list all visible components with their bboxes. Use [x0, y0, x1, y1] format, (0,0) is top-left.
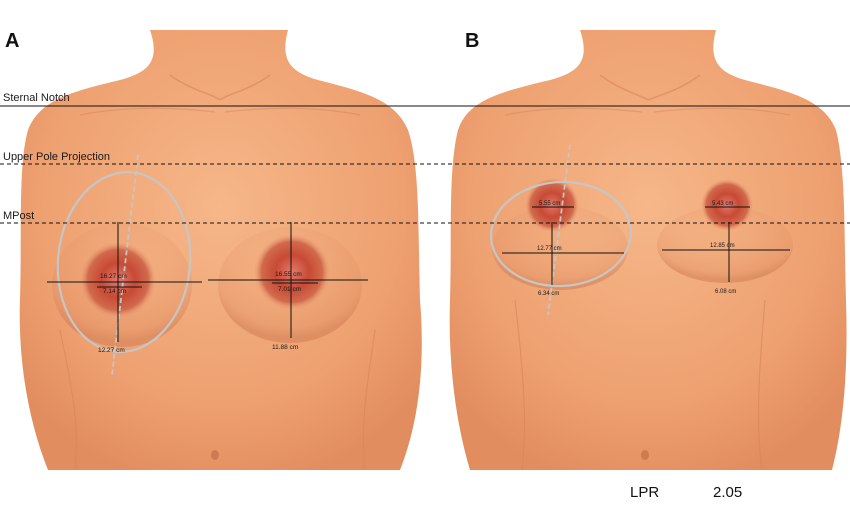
- clavicle-a: [79, 107, 361, 116]
- panel-a-letter: A: [5, 30, 19, 52]
- left-areola-b: [525, 178, 579, 232]
- breast-axis-dashed-b: [547, 144, 571, 316]
- torso-b: [449, 30, 847, 470]
- upper-pole-label: Upper Pole Projection: [3, 151, 110, 163]
- left-breast-b: [492, 206, 628, 290]
- lpr-label: LPR: [630, 484, 659, 501]
- right-vertical-label-a: 11.88 cm: [272, 344, 298, 351]
- navel-a: [211, 450, 219, 460]
- right-horizontal-label-a: 16.55 cm: [275, 271, 302, 278]
- left-horizontal-label-b: 12.77 cm: [537, 246, 562, 252]
- right-vertical-label-b: 6.08 cm: [715, 289, 736, 295]
- left-horizontal-label-a: 16.27 cm: [100, 273, 127, 280]
- right-horizontal-label-b: 12.85 cm: [710, 243, 735, 249]
- mpost-label: MPost: [3, 210, 34, 222]
- arm-crease-a: [59, 329, 376, 471]
- sternal-notch-label: Sternal Notch: [3, 92, 70, 104]
- clavicle-b: [504, 107, 791, 116]
- left-areola-label-b: 5.55 cm: [539, 201, 560, 207]
- right-areola-b: [701, 179, 753, 231]
- breast-outline-ellipse-a: [56, 171, 192, 353]
- panel-b-letter: B: [465, 30, 479, 52]
- breast-axis-dashed-a: [111, 154, 139, 376]
- navel-b: [641, 450, 649, 460]
- panel-a: 16.27 cm 7.14 cm 12.27 cm 16.55 cm 7.01 …: [5, 30, 422, 471]
- neck-shadow-b: [599, 74, 701, 101]
- left-vertical-label-b: 6.34 cm: [538, 291, 559, 297]
- left-vertical-label-a: 12.27 cm: [98, 347, 125, 354]
- right-areola-label-a: 7.01 cm: [278, 286, 301, 293]
- neck-shadow-a: [169, 74, 271, 101]
- lpr-value: 2.05: [713, 484, 742, 501]
- panel-b: 5.55 cm 12.77 cm 6.34 cm 5.43 cm 12.85 c…: [449, 30, 847, 471]
- torso-a: [19, 30, 422, 470]
- left-areola-label-a: 7.14 cm: [103, 288, 126, 295]
- breast-outline-ellipse-b: [489, 180, 633, 288]
- reference-lines: Sternal Notch Upper Pole Projection MPos…: [0, 92, 850, 224]
- right-breast-b: [657, 207, 793, 283]
- arm-crease-b: [514, 299, 766, 471]
- right-areola-a: [254, 234, 330, 310]
- footer: LPR 2.05: [630, 484, 742, 501]
- right-areola-label-b: 5.43 cm: [712, 201, 733, 207]
